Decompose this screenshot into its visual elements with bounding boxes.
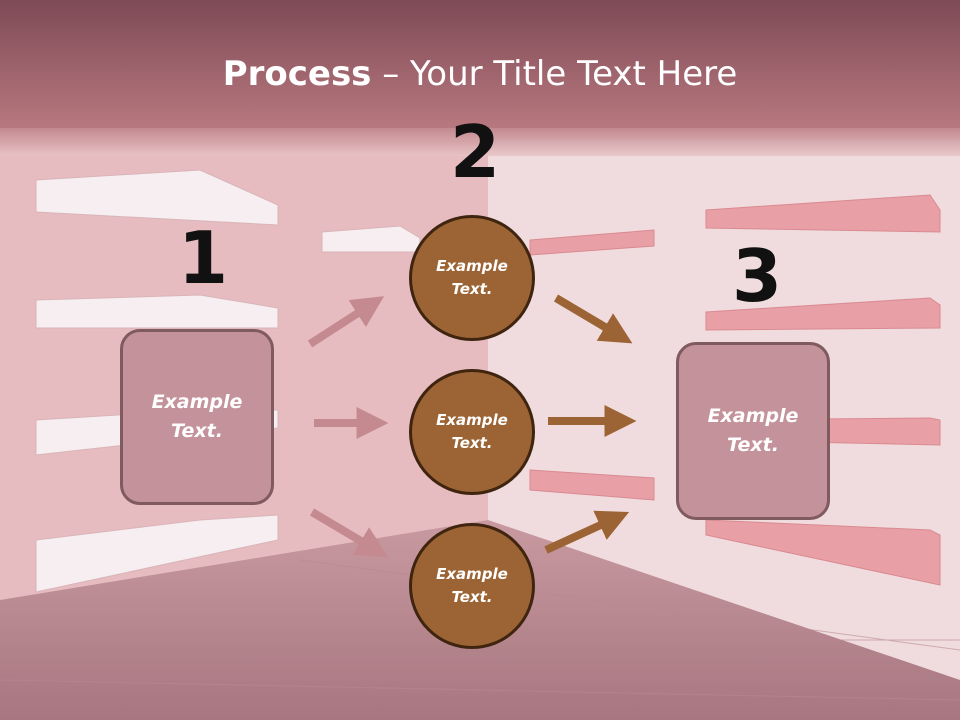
slide-title: Process – Your Title Text Here — [0, 52, 960, 96]
step-number-3: 3 — [732, 234, 783, 318]
step-1-box: Example Text. — [120, 329, 274, 505]
circle-middle-text-line1: Example — [436, 411, 508, 429]
step-2-circle-top: Example Text. — [409, 215, 535, 341]
circle-bottom-text-line2: Text. — [451, 588, 493, 606]
circle-top-text-line1: Example — [436, 257, 508, 275]
arrow-pink-down — [309, 508, 389, 558]
arrow-brown-down — [553, 294, 633, 344]
circle-bottom-text-line1: Example — [436, 565, 508, 583]
step-number-2: 2 — [450, 110, 501, 194]
arrow-brown-up — [544, 510, 630, 554]
step-2-circle-bottom: Example Text. — [409, 523, 535, 649]
step-3-text-line1: Example — [707, 405, 799, 427]
step-2-circle-middle: Example Text. — [409, 369, 535, 495]
step-3-text-line2: Text. — [727, 434, 779, 456]
title-rest: – Your Title Text Here — [371, 54, 738, 94]
step-1-text-line2: Text. — [171, 420, 223, 442]
step-3-box: Example Text. — [676, 342, 830, 520]
circle-top-text-line2: Text. — [451, 280, 493, 298]
step-1-text-line1: Example — [151, 391, 243, 413]
step-number-1: 1 — [178, 216, 229, 300]
title-bold: Process — [222, 54, 372, 94]
circle-middle-text-line2: Text. — [451, 434, 493, 452]
arrow-pink-up — [307, 296, 385, 348]
